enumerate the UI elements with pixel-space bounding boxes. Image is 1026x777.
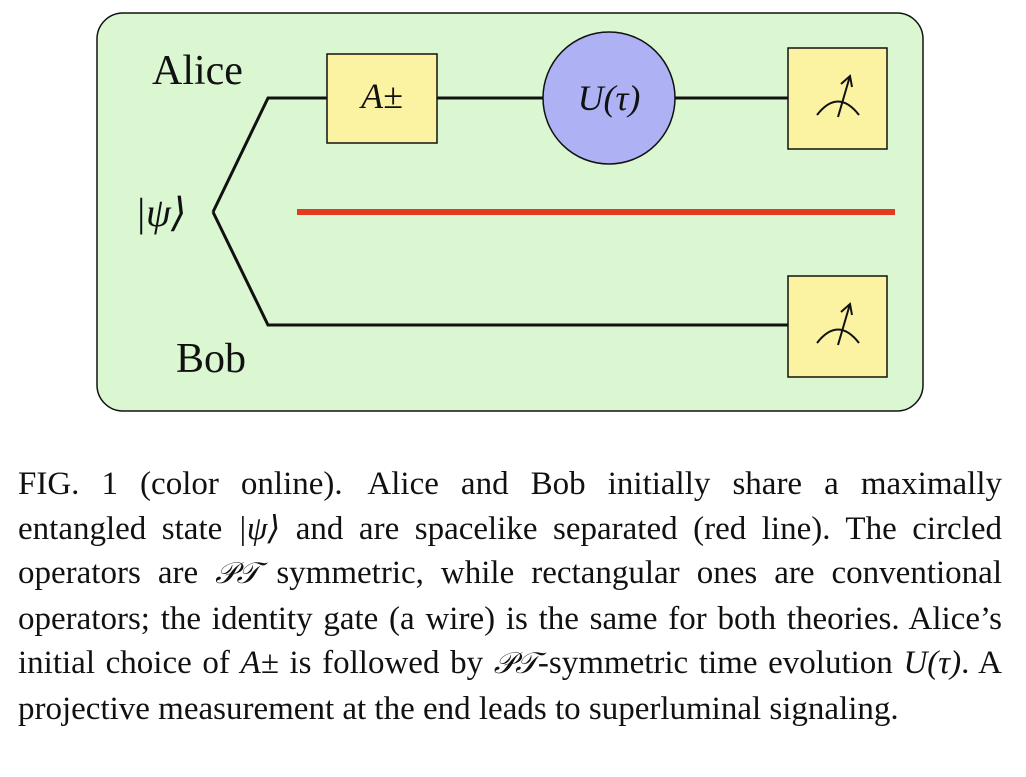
circuit-diagram: Alice Bob |ψ⟩ A± U(τ) — [96, 12, 924, 412]
caption-text: and are spacelike separated (red line). … — [18, 510, 1002, 592]
caption-pt-symbol: 𝒫𝒯 — [215, 556, 260, 591]
caption-text: is followed by — [278, 645, 494, 681]
figure-label: FIG. 1 (color online). — [18, 466, 343, 502]
measurement-meter-icon — [816, 74, 860, 118]
bob-wire — [211, 211, 790, 327]
u-tau-gate-label: U(τ) — [578, 78, 641, 118]
caption-text: . A projective measurement at the end le… — [18, 645, 1002, 727]
caption-text: Alice and Bob initially share a maximall… — [18, 466, 1002, 547]
caption-u-tau: U(τ) — [903, 645, 962, 681]
a-pm-gate — [326, 53, 438, 144]
caption-text: symmetric, while rectangular ones are co… — [18, 555, 1002, 681]
figure-caption: FIG. 1 (color online).Alice and Bob init… — [18, 462, 1002, 731]
caption-text: -symmetric time evolution — [537, 645, 904, 681]
bob-measurement-box — [787, 275, 888, 378]
alice-measurement — [787, 47, 888, 150]
u-tau-gate — [542, 31, 676, 165]
caption-psi: |ψ⟩ — [237, 510, 281, 547]
alice-measurement-box — [787, 47, 888, 150]
a-pm-gate-label: A± — [359, 76, 403, 116]
measurement-meter-icon — [816, 302, 860, 346]
bob-measurement — [787, 275, 888, 378]
psi-state-label: |ψ⟩ — [135, 190, 186, 235]
caption-a-pm: A± — [240, 645, 279, 681]
caption-pt-symbol: 𝒫𝒯 — [493, 646, 538, 681]
bob-label: Bob — [176, 336, 246, 382]
alice-label: Alice — [152, 48, 243, 94]
